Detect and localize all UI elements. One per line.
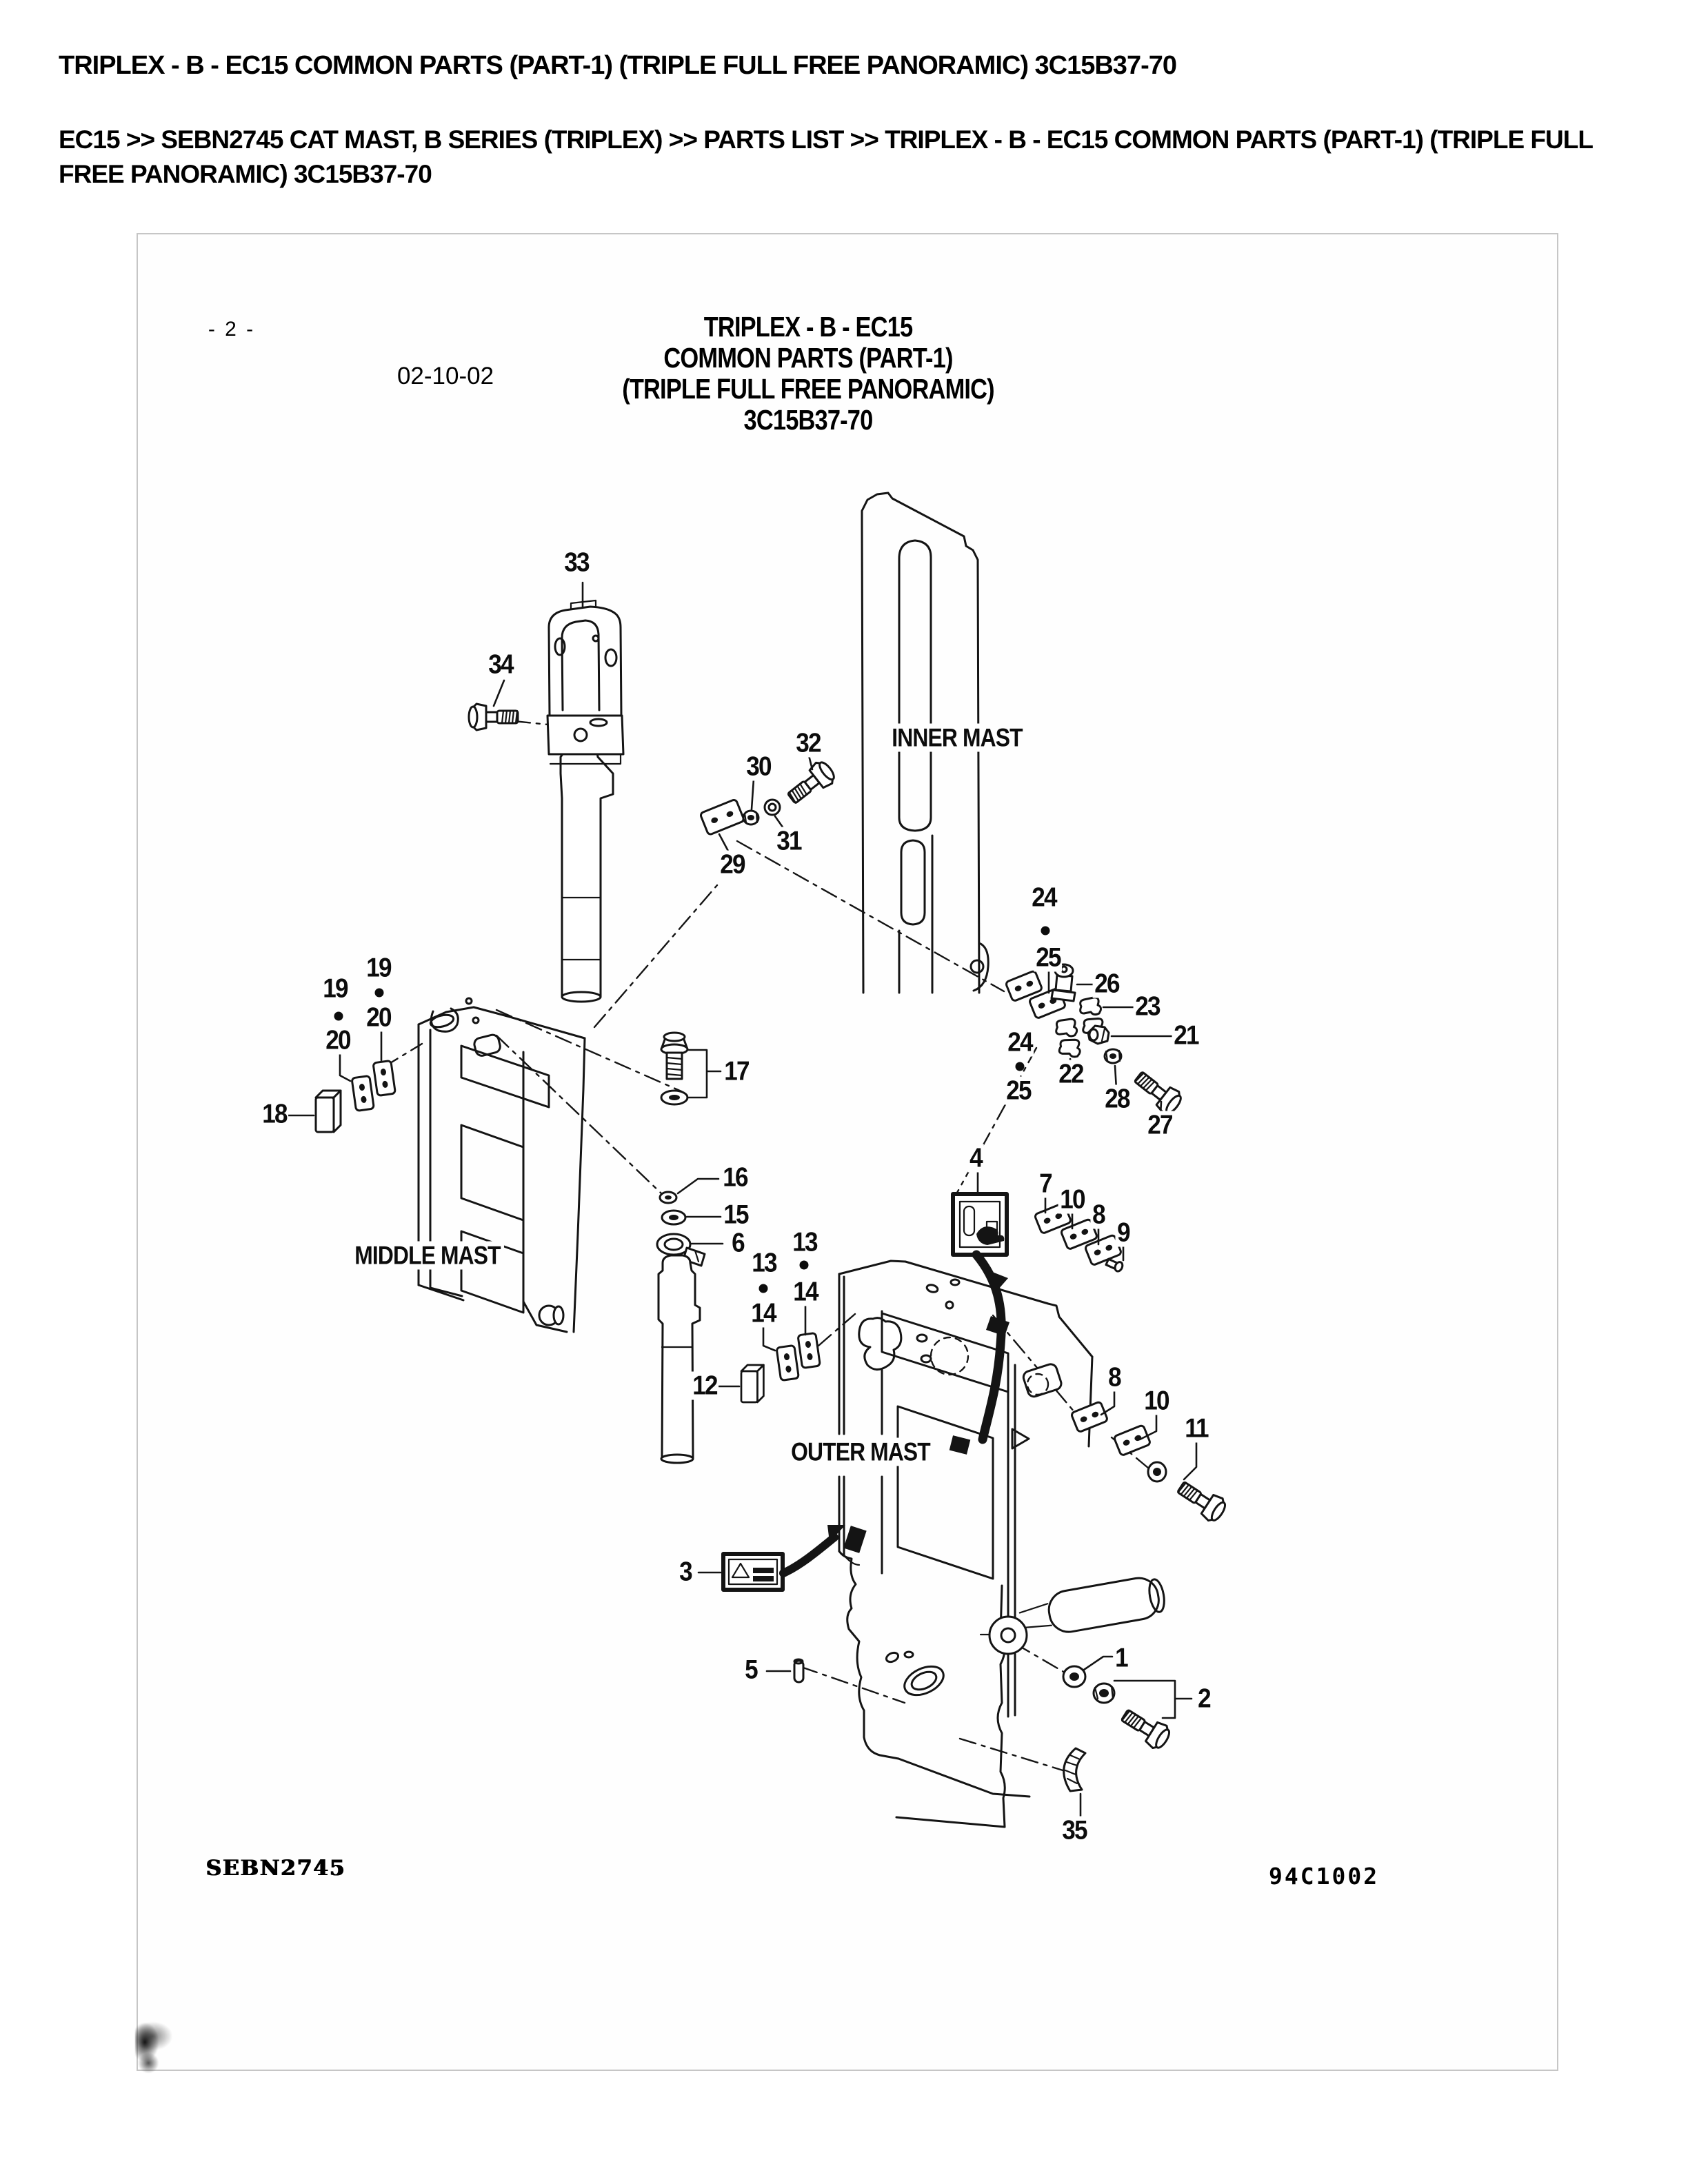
part-callout-13: 13	[790, 1228, 819, 1257]
part-callout-6: 6	[730, 1228, 746, 1257]
parts-diagram-panel: - 2 - 02-10-02 TRIPLEX - B - EC15 COMMON…	[135, 233, 1558, 2078]
mast-label-outer-mast: OUTER MAST	[787, 1437, 934, 1466]
part-callout-17: 17	[722, 1057, 751, 1086]
part-callout-20: 20	[364, 1003, 393, 1032]
outer-mast-drawing	[838, 1260, 1094, 1828]
part-callout-9: 9	[1115, 1218, 1132, 1247]
part-callout-21: 21	[1172, 1021, 1200, 1050]
manual-code: SEBN2745	[205, 1856, 345, 1881]
part-callout-25: 25	[1034, 943, 1063, 972]
part-callout-19: 19	[321, 974, 350, 1003]
part-callout-8: 8	[1090, 1200, 1107, 1229]
part-callout-13: 13	[750, 1248, 778, 1277]
position-dot	[799, 1260, 809, 1270]
decal-4-drawing	[949, 1192, 1009, 1455]
part-callout-22: 22	[1056, 1060, 1085, 1089]
part-callout-10: 10	[1142, 1386, 1171, 1415]
free-lift-cylinder-drawing	[656, 1191, 706, 1464]
position-dot	[374, 988, 384, 998]
part-callout-24: 24	[1029, 883, 1058, 912]
part-callout-25: 25	[1004, 1076, 1033, 1105]
roller-assembly-drawing	[979, 1577, 1165, 1655]
part-callout-15: 15	[721, 1200, 750, 1229]
part-callout-7: 7	[1037, 1169, 1054, 1198]
part-callout-28: 28	[1103, 1084, 1132, 1113]
revision-date: 02-10-02	[396, 363, 494, 390]
mast-label-middle-mast: MIDDLE MAST	[351, 1241, 504, 1270]
part-callout-18: 18	[260, 1100, 289, 1129]
part-callout-26: 26	[1092, 969, 1121, 998]
part-callout-23: 23	[1133, 992, 1162, 1021]
figure-title-line-2: COMMON PARTS (PART-1)	[663, 342, 953, 374]
part-callout-8: 8	[1106, 1363, 1123, 1392]
figure-title-line-3: (TRIPLE FULL FREE PANORAMIC)	[622, 373, 994, 405]
part-callout-12: 12	[690, 1371, 719, 1400]
figure-title: TRIPLEX - B - EC15 COMMON PARTS (PART-1)…	[622, 312, 994, 436]
wedge-35-drawing	[1063, 1747, 1087, 1792]
part-callout-19: 19	[364, 953, 393, 982]
mast-label-inner-mast: INNER MAST	[888, 723, 1026, 752]
figure-code: 94C1002	[1269, 1863, 1380, 1890]
position-dot	[1015, 1062, 1025, 1071]
bracket-33-drawing	[546, 599, 625, 765]
part-callout-5: 5	[743, 1655, 759, 1684]
part-callout-14: 14	[749, 1299, 778, 1328]
part-callout-11: 11	[1183, 1414, 1210, 1443]
part-callout-2: 2	[1196, 1684, 1212, 1713]
position-dot	[334, 1011, 343, 1021]
part-callout-30: 30	[744, 752, 773, 781]
part-callout-33: 33	[562, 548, 591, 577]
part-callout-29: 29	[718, 850, 747, 879]
part-callout-4: 4	[967, 1144, 984, 1173]
hardware-drawing	[314, 702, 1230, 1792]
part-callout-16: 16	[721, 1163, 750, 1192]
part-callout-24: 24	[1005, 1028, 1034, 1057]
breadcrumb: EC15 >> SEBN2745 CAT MAST, B SERIES (TRI…	[59, 125, 1593, 188]
position-dot	[758, 1284, 768, 1293]
part-callout-10: 10	[1058, 1185, 1087, 1214]
part-callout-20: 20	[323, 1026, 352, 1055]
figure-title-line-4: 3C15B37-70	[743, 404, 874, 436]
pin-5-drawing	[793, 1658, 805, 1684]
parts-line-art	[285, 492, 1230, 1828]
part-callout-32: 32	[794, 729, 823, 758]
part-callout-1: 1	[1113, 1644, 1129, 1672]
decal-3-drawing	[721, 1525, 867, 1592]
position-dot	[1041, 926, 1050, 936]
part-callout-14: 14	[791, 1277, 820, 1306]
figure-title-line-1: TRIPLEX - B - EC15	[703, 311, 913, 343]
inner-mast-drawing	[861, 492, 989, 994]
document-title: TRIPLEX - B - EC15 COMMON PARTS (PART-1)…	[59, 51, 1177, 80]
part-callout-34: 34	[486, 650, 515, 679]
page-number: - 2 -	[208, 318, 256, 341]
callout-leader-lines	[285, 581, 1198, 1817]
part-callout-3: 3	[677, 1557, 694, 1586]
part-callout-35: 35	[1060, 1816, 1089, 1845]
part-callout-31: 31	[774, 827, 803, 856]
part-callout-27: 27	[1145, 1111, 1174, 1140]
scan-artifact	[135, 2003, 179, 2078]
